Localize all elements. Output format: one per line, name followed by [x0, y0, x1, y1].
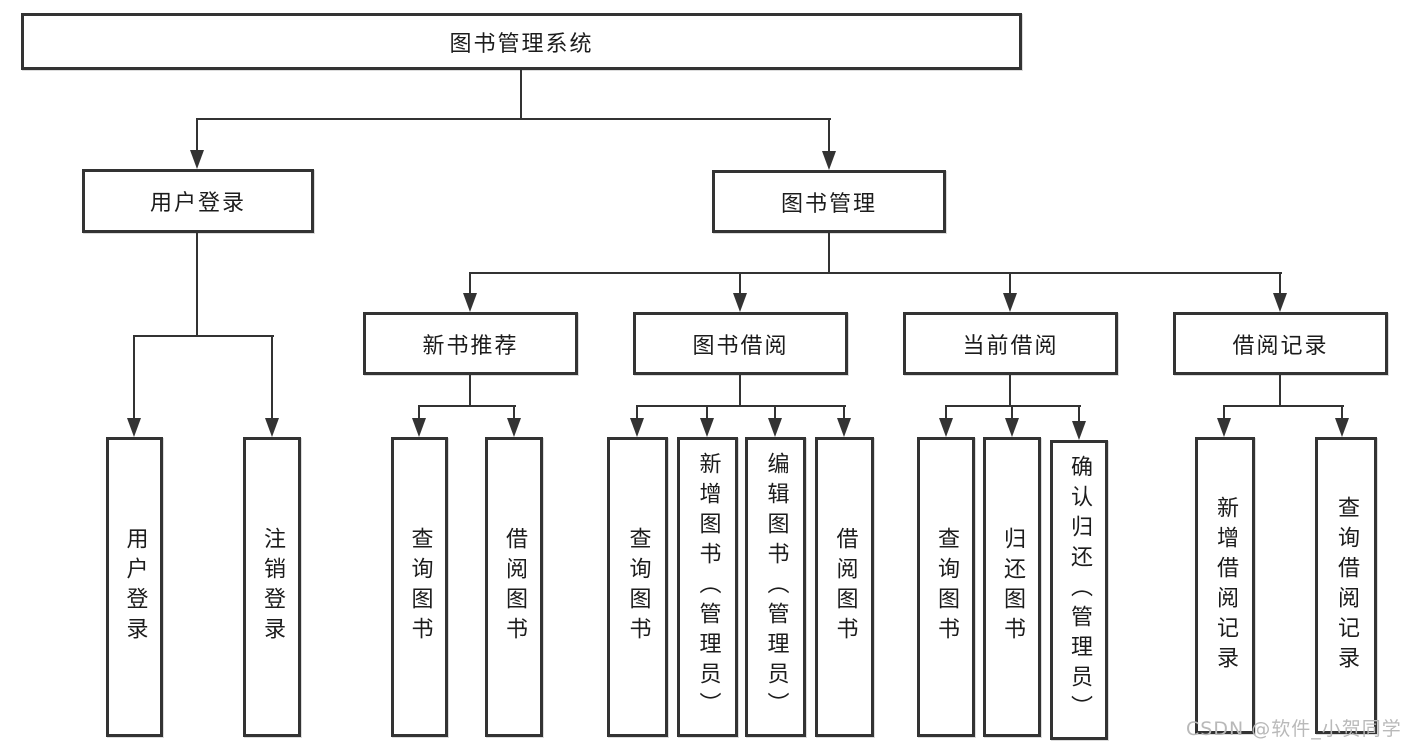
- leaf-return-books: 归还图书: [983, 437, 1041, 737]
- leaf-borrow-books-label: 借阅图书: [832, 527, 858, 647]
- connector-line: [739, 374, 741, 407]
- node-book-management: 图书管理: [712, 170, 946, 233]
- leaf-query-borrow-record: 查询借阅记录: [1315, 437, 1377, 734]
- node-borrowing-records-label: 借阅记录: [1232, 333, 1329, 359]
- leaf-user-login-label: 用户登录: [122, 527, 148, 647]
- leaf-query-books-borrowing: 查询图书: [607, 437, 668, 737]
- connector-line: [946, 405, 1081, 407]
- connector-line: [197, 118, 831, 120]
- node-borrowing-records: 借阅记录: [1173, 312, 1388, 375]
- leaf-logout-label: 注销登录: [260, 527, 285, 647]
- node-user-login: 用户登录: [82, 169, 314, 233]
- leaf-add-books-admin: 新增图书（管理员）: [677, 437, 738, 737]
- arrow-down-icon: [462, 272, 478, 312]
- connector-line: [1224, 405, 1344, 407]
- leaf-borrow-books-recommend-label: 借阅图书: [502, 527, 527, 647]
- leaf-logout: 注销登录: [243, 437, 301, 737]
- connector-line: [469, 374, 471, 407]
- arrow-down-icon: [767, 405, 783, 437]
- connector-line: [419, 405, 516, 407]
- leaf-user-login: 用户登录: [106, 437, 163, 737]
- leaf-add-books-admin-label: 新增图书（管理员）: [695, 452, 721, 722]
- arrow-down-icon: [1071, 405, 1087, 440]
- node-current-borrowing: 当前借阅: [903, 312, 1118, 375]
- leaf-add-borrow-record: 新增借阅记录: [1195, 437, 1255, 734]
- connector-line: [520, 69, 522, 120]
- leaf-add-borrow-record-label: 新增借阅记录: [1213, 495, 1238, 676]
- leaf-confirm-return-admin: 确认归还（管理员）: [1050, 440, 1108, 740]
- leaf-edit-books-admin: 编辑图书（管理员）: [745, 437, 806, 737]
- arrow-down-icon: [189, 118, 205, 169]
- leaf-borrow-books-recommend: 借阅图书: [485, 437, 543, 737]
- arrow-down-icon: [836, 405, 852, 437]
- node-book-management-label: 图书管理: [780, 191, 877, 217]
- node-new-book-recommend: 新书推荐: [363, 312, 578, 375]
- node-book-borrowing: 图书借阅: [633, 312, 848, 375]
- arrow-down-icon: [629, 405, 645, 437]
- arrow-down-icon: [1272, 272, 1288, 312]
- node-new-book-recommend-label: 新书推荐: [422, 333, 519, 359]
- arrow-down-icon: [1002, 272, 1018, 312]
- csdn-watermark: CSDN @软件_小贺同学: [1186, 718, 1402, 740]
- leaf-return-books-label: 归还图书: [1000, 527, 1025, 647]
- node-library-system: 图书管理系统: [21, 13, 1022, 70]
- connector-line: [637, 405, 846, 407]
- leaf-query-books-current-label: 查询图书: [934, 527, 959, 647]
- leaf-query-books-current: 查询图书: [917, 437, 975, 737]
- connector-line: [828, 232, 830, 274]
- node-library-system-label: 图书管理系统: [449, 31, 594, 57]
- arrow-down-icon: [938, 405, 954, 437]
- arrow-down-icon: [699, 405, 715, 437]
- node-current-borrowing-label: 当前借阅: [962, 333, 1059, 359]
- arrow-down-icon: [732, 272, 748, 312]
- arrow-down-icon: [411, 405, 427, 437]
- node-user-login-label: 用户登录: [149, 191, 246, 216]
- arrow-down-icon: [506, 405, 522, 437]
- node-book-borrowing-label: 图书借阅: [692, 333, 789, 359]
- leaf-borrow-books: 借阅图书: [815, 437, 874, 737]
- arrow-down-icon: [264, 335, 280, 437]
- leaf-query-borrow-record-label: 查询借阅记录: [1334, 495, 1359, 676]
- connector-line: [196, 232, 198, 337]
- connector-line: [470, 272, 1282, 274]
- connector-line: [1279, 374, 1281, 407]
- arrow-down-icon: [821, 118, 837, 170]
- leaf-confirm-return-admin-label: 确认归还（管理员）: [1067, 455, 1092, 725]
- leaf-query-books-recommend: 查询图书: [391, 437, 448, 737]
- arrow-down-icon: [1216, 405, 1232, 437]
- arrow-down-icon: [126, 335, 142, 437]
- leaf-edit-books-admin-label: 编辑图书（管理员）: [763, 452, 789, 722]
- leaf-query-books-recommend-label: 查询图书: [407, 527, 433, 647]
- arrow-down-icon: [1004, 405, 1020, 437]
- connector-line: [134, 335, 274, 337]
- leaf-query-books-borrowing-label: 查询图书: [625, 527, 651, 647]
- connector-line: [1009, 374, 1011, 407]
- arrow-down-icon: [1334, 405, 1350, 437]
